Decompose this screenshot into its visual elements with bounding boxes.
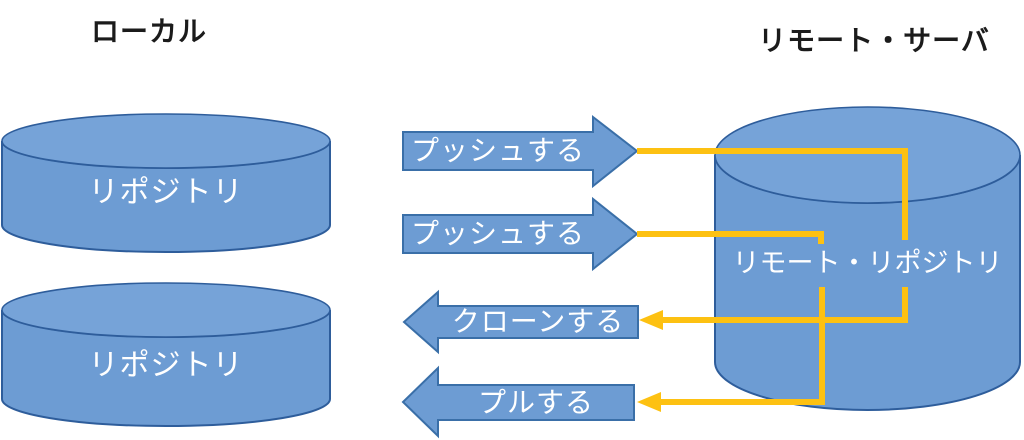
remote-repo-label: リモート・リポジトリ — [732, 247, 1003, 278]
local-repo-top-cylinder — [0, 113, 331, 253]
pull-arrow-label: プルする — [477, 386, 594, 418]
clone-connector-arrowhead-icon — [639, 310, 663, 330]
remote-server-title: リモート・サーバ — [758, 25, 990, 56]
clone-connector — [662, 287, 908, 323]
push-top-connector — [637, 148, 908, 240]
pull-arrow — [401, 365, 635, 439]
local-repo-bottom-label: リポジトリ — [88, 349, 244, 382]
remote-repo-cylinder — [714, 106, 1021, 411]
cylinder-lid — [1, 113, 331, 169]
pull-connector-arrowhead-icon — [637, 392, 661, 412]
push-bottom-connector — [637, 231, 824, 244]
cylinder-lid — [714, 106, 1021, 204]
clone-arrow — [402, 289, 639, 355]
push-top-arrow-label: プッシュする — [410, 135, 585, 166]
local-title: ローカル — [90, 16, 207, 47]
push-top-arrow — [402, 114, 639, 189]
push-bottom-arrow-label: プッシュする — [410, 218, 585, 249]
clone-arrow-label: クローンする — [451, 306, 625, 337]
pull-connector — [661, 287, 825, 405]
local-repo-top-label: リポジトリ — [88, 176, 244, 209]
cylinder-lid — [1, 282, 331, 338]
push-bottom-arrow — [402, 196, 639, 272]
local-repo-bottom-cylinder — [0, 282, 331, 427]
